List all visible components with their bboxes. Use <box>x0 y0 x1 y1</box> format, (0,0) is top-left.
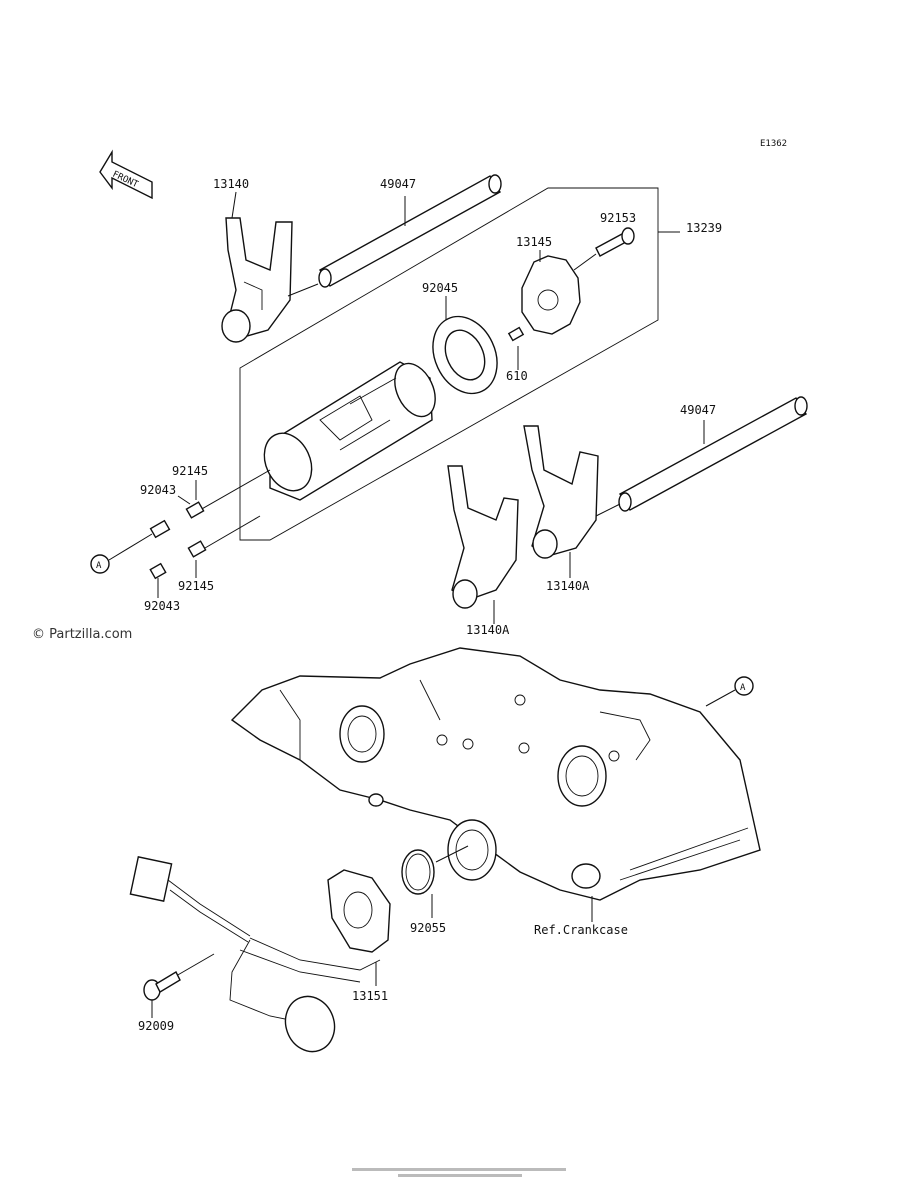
label-92055: 92055 <box>410 921 446 935</box>
shift-fork-13140A-right[interactable] <box>523 425 599 559</box>
gear-position-sensor-13151[interactable] <box>239 869 391 983</box>
o-ring-92055[interactable] <box>401 849 435 895</box>
pin-92043-lower[interactable] <box>149 562 167 580</box>
label-92045: 92045 <box>422 281 458 295</box>
footer-fineprint-2 <box>398 1174 522 1177</box>
label-92009: 92009 <box>138 1019 174 1033</box>
label-13145: 13145 <box>516 235 552 249</box>
callout-a-right[interactable]: A <box>734 676 754 696</box>
pin-92043-upper[interactable] <box>149 519 171 539</box>
label-13140A-right: 13140A <box>546 579 590 593</box>
label-49047-top: 49047 <box>380 177 416 191</box>
shift-drum-cam-13145[interactable] <box>521 255 581 335</box>
sensor-lead[interactable] <box>229 939 342 1059</box>
label-13140: 13140 <box>213 177 249 191</box>
spring-92145-upper[interactable] <box>185 501 205 519</box>
svg-text:A: A <box>740 683 746 693</box>
label-13140A-lower: 13140A <box>466 623 510 637</box>
svg-text:A: A <box>96 561 102 571</box>
front-arrow-icon: FRONT <box>99 149 153 200</box>
shift-rod-49047-right[interactable] <box>618 396 808 512</box>
watermark: © Partzilla.com <box>32 627 132 642</box>
connector-plug[interactable] <box>129 856 251 943</box>
label-13151: 13151 <box>352 989 388 1003</box>
callout-a-left[interactable]: A <box>90 554 110 574</box>
shift-fork-13140A-lower[interactable] <box>447 465 519 609</box>
assembly-bracket-13239 <box>239 187 659 541</box>
label-92043-upper: 92043 <box>140 483 176 497</box>
bolt-92009[interactable] <box>143 971 181 1001</box>
diagram-code: E1362 <box>760 139 787 149</box>
screw-92153[interactable] <box>595 227 635 257</box>
label-49047-right: 49047 <box>680 403 716 417</box>
label-610: 610 <box>506 369 528 383</box>
label-ref-crankcase: Ref.Crankcase <box>534 923 628 937</box>
bearing-92045[interactable] <box>421 306 509 404</box>
crankcase[interactable] <box>230 647 761 901</box>
label-13239: 13239 <box>686 221 722 235</box>
shift-rod-49047-top[interactable] <box>318 174 502 288</box>
spring-92145-lower[interactable] <box>187 540 207 558</box>
footer-fineprint <box>352 1168 566 1171</box>
pin-610[interactable] <box>507 326 525 342</box>
label-92043-lower: 92043 <box>144 599 180 613</box>
label-92145-lower: 92145 <box>178 579 214 593</box>
shift-drum[interactable] <box>255 357 443 501</box>
label-92153: 92153 <box>600 211 636 225</box>
label-92145-upper: 92145 <box>172 464 208 478</box>
shift-fork-13140[interactable] <box>221 217 293 343</box>
